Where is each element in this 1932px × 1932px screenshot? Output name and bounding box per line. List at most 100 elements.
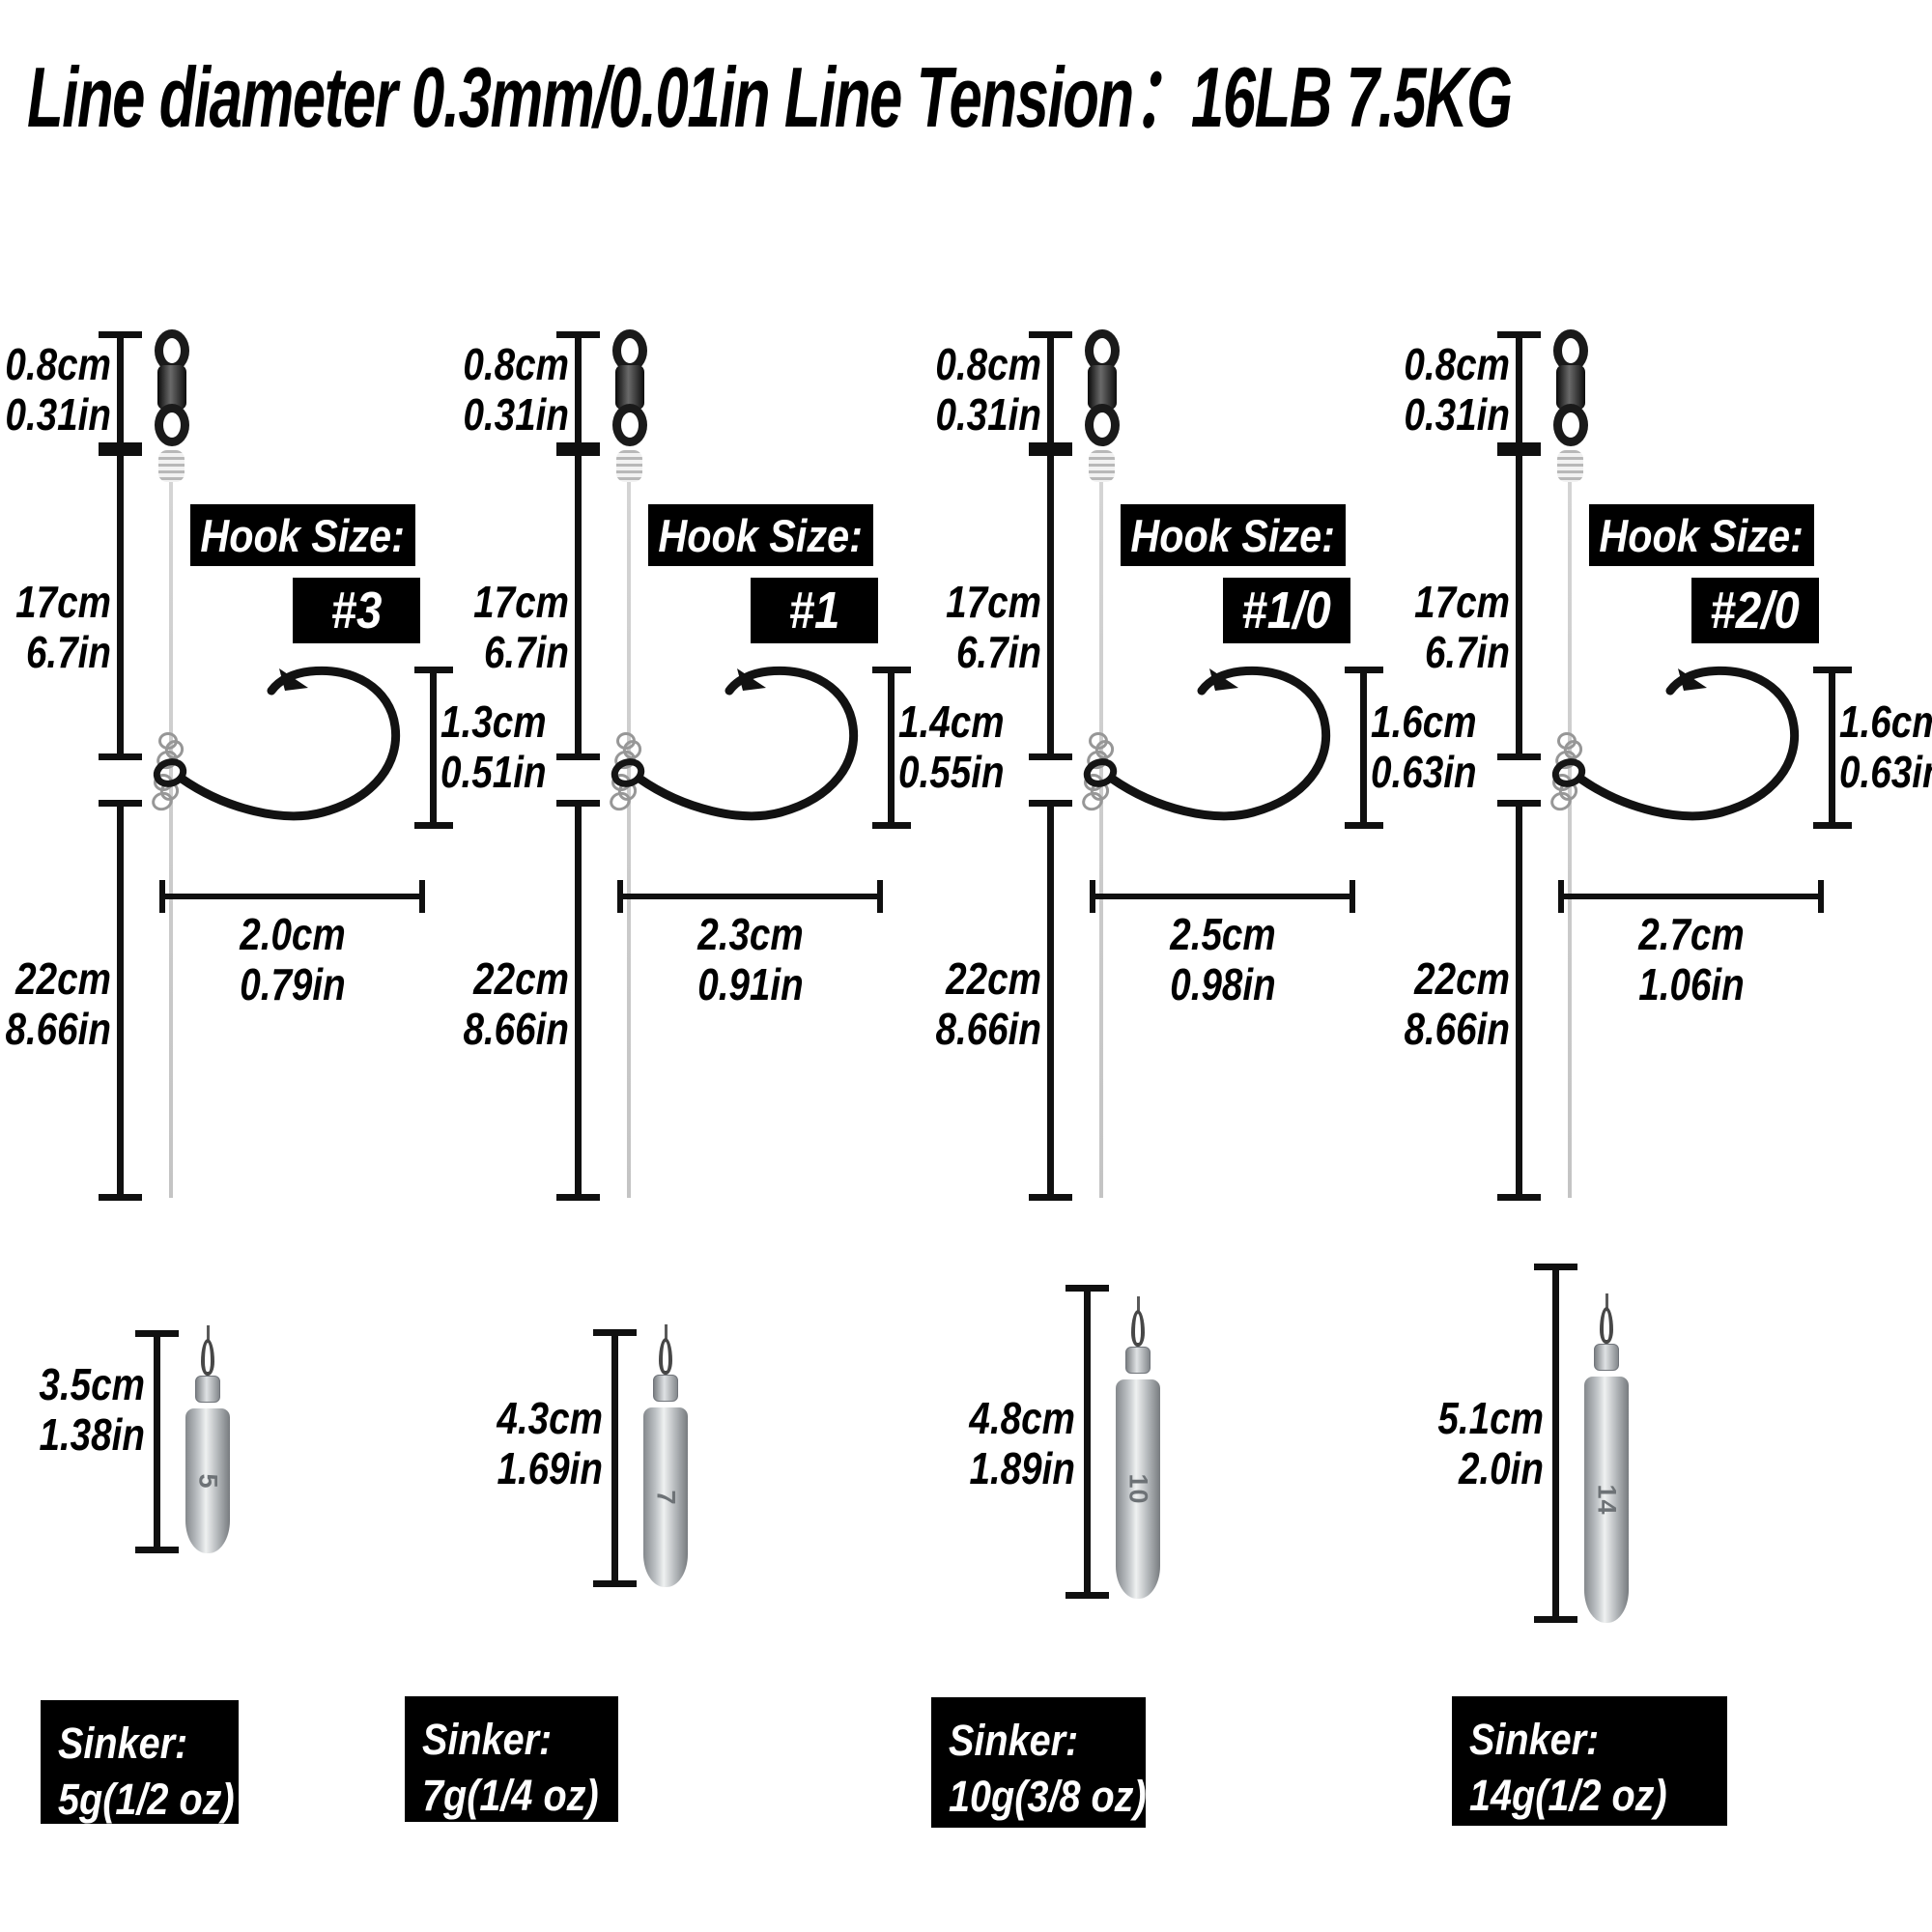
swivel-length-bracket	[1029, 331, 1072, 449]
upper-line-in: 6.7in	[955, 626, 1041, 677]
swivel-barrel-icon	[615, 365, 644, 410]
hook-width-bracket	[1558, 880, 1824, 913]
sinker-body-icon: 5	[185, 1408, 230, 1553]
swivel-length-in: 0.31in	[5, 388, 111, 440]
sinker-weight-stamp: 5	[193, 1472, 223, 1490]
swivel-length-bracket	[1497, 331, 1541, 449]
sinker-length-text: 4.8cm 1.89in	[937, 1393, 1075, 1493]
hook-width-in: 0.79in	[240, 958, 346, 1009]
upper-line-text: 17cm 6.7in	[0, 577, 111, 677]
lower-line-text: 22cm 8.66in	[0, 953, 111, 1054]
sinker-body-icon: 10	[1116, 1379, 1160, 1599]
fishing-hook-icon	[1083, 666, 1331, 821]
swivel-length-cm: 0.8cm	[935, 339, 1041, 389]
sinker-weight-stamp: 10	[1123, 1473, 1153, 1505]
hook-height-cm: 1.3cm	[440, 696, 547, 747]
hook-width-in: 1.06in	[1638, 958, 1745, 1009]
hook-size-label: Hook Size:	[648, 504, 873, 566]
sinker-length-in: 1.38in	[39, 1408, 146, 1460]
sinker-swivel-icon	[653, 1375, 678, 1402]
hook-height-bracket	[414, 667, 453, 829]
hook-width-cm: 2.0cm	[240, 909, 346, 959]
lower-line-bracket	[556, 800, 600, 1201]
hook-width-cm: 2.5cm	[1170, 909, 1276, 959]
hook-size-value: #1	[751, 578, 878, 643]
hook-height-in: 0.63in	[1371, 746, 1477, 797]
leader-line	[1099, 480, 1103, 1198]
sinker-label-4: Sinker: 14g(1/2 oz)	[1452, 1696, 1727, 1826]
hook-height-in: 0.55in	[898, 746, 1005, 797]
lower-line-text: 22cm 8.66in	[923, 953, 1041, 1054]
sinker-length-bracket	[1065, 1285, 1109, 1599]
upper-line-cm: 17cm	[15, 577, 111, 627]
hook-size-value-text: #3	[330, 582, 383, 639]
hook-width-text: 2.7cm 1.06in	[1590, 909, 1793, 1009]
upper-line-in: 6.7in	[483, 626, 569, 677]
fishing-hook-icon	[153, 666, 401, 821]
swivel-length-cm: 0.8cm	[463, 339, 569, 389]
sinker-length-bracket	[135, 1330, 179, 1553]
hook-size-label: Hook Size:	[1589, 504, 1814, 566]
hook-size-value-text: #1	[788, 582, 840, 639]
hook-width-bracket	[1090, 880, 1355, 913]
hook-knot-icon	[1084, 732, 1118, 773]
hook-height-cm: 1.6cm	[1371, 696, 1477, 747]
fishing-hook-icon	[611, 666, 859, 821]
hook-size-value-text: #2/0	[1710, 582, 1801, 639]
sinker-label-3: Sinker: 10g(3/8 oz)	[931, 1697, 1147, 1828]
hook-height-bracket	[1345, 667, 1383, 829]
sinker-clip-icon	[201, 1339, 214, 1376]
sinker-pin-icon	[1137, 1296, 1140, 1311]
knot-coil-icon	[1557, 450, 1583, 482]
hook-knot-icon	[611, 732, 645, 773]
hook-height-text: 1.3cm 0.51in	[440, 696, 570, 797]
hook-width-bracket	[159, 880, 425, 913]
upper-line-in: 6.7in	[25, 626, 111, 677]
lower-line-in: 8.66in	[1404, 1003, 1510, 1054]
upper-line-bracket	[1029, 449, 1072, 760]
swivel-length-in: 0.31in	[1404, 388, 1510, 440]
swivel-barrel-icon	[1556, 365, 1585, 410]
swivel-bottom-ring-icon	[1553, 404, 1588, 446]
hook-height-bracket	[1813, 667, 1852, 829]
hook-size-label: Hook Size:	[190, 504, 415, 566]
sinker-swivel-icon	[1594, 1344, 1619, 1371]
hook-width-in: 0.98in	[1170, 958, 1276, 1009]
fishing-hook-icon	[1551, 666, 1800, 821]
swivel-barrel-icon	[1088, 365, 1117, 410]
sinker-body-icon: 7	[643, 1407, 688, 1587]
sinker-length-cm: 4.8cm	[969, 1393, 1075, 1443]
swivel-length-text: 0.8cm 0.31in	[1392, 339, 1510, 440]
swivel-length-bracket	[556, 331, 600, 449]
lower-line-in: 8.66in	[463, 1003, 569, 1054]
sinker-length-in: 1.89in	[969, 1442, 1075, 1493]
upper-line-cm: 17cm	[946, 577, 1041, 627]
rig-column-2: 0.8cm 0.31in 17cm 6.7in 22cm 8.66in Hook…	[458, 0, 1005, 1932]
rig-column-3: 0.8cm 0.31in 17cm 6.7in 22cm 8.66in Hook…	[930, 0, 1477, 1932]
sinker-length-cm: 3.5cm	[39, 1359, 145, 1409]
swivel-length-text: 0.8cm 0.31in	[451, 339, 569, 440]
sinker-label-weight: 5g(1/2 oz)	[58, 1774, 235, 1824]
hook-height-text: 1.6cm 0.63in	[1839, 696, 1932, 797]
sinker-length-text: 5.1cm 2.0in	[1406, 1393, 1544, 1493]
sinker-pin-icon	[665, 1324, 668, 1339]
sinker-swivel-icon	[195, 1376, 220, 1403]
hook-knot-icon	[1552, 732, 1586, 773]
knot-coil-icon	[616, 450, 642, 482]
sinker-clip-icon	[659, 1338, 672, 1375]
sinker-label-title: Sinker:	[949, 1716, 1079, 1765]
upper-line-cm: 17cm	[1414, 577, 1510, 627]
swivel-length-cm: 0.8cm	[1404, 339, 1510, 389]
hook-size-value: #1/0	[1223, 578, 1350, 643]
sinker-label-2: Sinker: 7g(1/4 oz)	[405, 1696, 618, 1822]
lower-line-text: 22cm 8.66in	[1392, 953, 1510, 1054]
sinker-swivel-icon	[1125, 1347, 1151, 1374]
lower-line-cm: 22cm	[473, 953, 569, 1004]
hook-size-label-text: Hook Size:	[658, 509, 864, 561]
hook-size-label-text: Hook Size:	[1599, 509, 1804, 561]
knot-coil-icon	[1089, 450, 1115, 482]
hook-width-cm: 2.3cm	[697, 909, 804, 959]
swivel-bottom-ring-icon	[612, 404, 647, 446]
upper-line-bracket	[1497, 449, 1541, 760]
